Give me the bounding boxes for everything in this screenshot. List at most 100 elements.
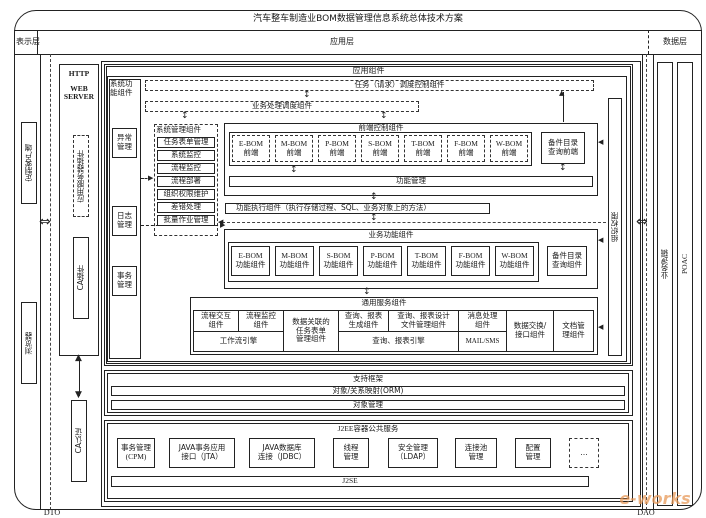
j2ee-item-more: … bbox=[569, 438, 599, 468]
custom-client-label: 定制客户端 bbox=[23, 144, 33, 182]
bom-code: E-BOM bbox=[238, 251, 263, 261]
j2ee-item-line2: 管理 bbox=[525, 452, 541, 461]
sysmgmt-item-5: 差错处理 bbox=[157, 202, 215, 213]
object-mgmt-label: 对象管理 bbox=[353, 399, 383, 409]
layer-application: 应用层 bbox=[330, 37, 354, 46]
browser-box: 浏览器 bbox=[21, 302, 37, 384]
web-server-title: HTTP WEB SERVER bbox=[59, 69, 99, 102]
ca-auth-box: CA认证 bbox=[71, 400, 87, 482]
sysmgmt-item-2: 流程监控 bbox=[157, 163, 215, 174]
diagram-title: 汽车整车制造业BOM数据管理信息系统总体技术方案 bbox=[253, 14, 463, 24]
j2ee-item-config: 配置管理 bbox=[515, 438, 551, 468]
j2ee-item-line1: 安全管理 bbox=[398, 443, 428, 453]
bom-label: 前端 bbox=[372, 147, 388, 157]
cell-label: MAIL/SMS bbox=[465, 337, 500, 346]
j2ee-services-row: 事务管理(CPM) JAVA事务应用接口（JTA） JAVA数据库连接（JDBC… bbox=[117, 437, 607, 469]
cell-line2: 生成组件 bbox=[348, 320, 379, 329]
function-mgmt-bar: 功能管理 bbox=[229, 176, 593, 187]
sysmgmt-item-label: 流程部署 bbox=[171, 176, 201, 186]
j2ee-item-jdbc: JAVA数据库连接（JDBC） bbox=[249, 438, 315, 468]
support-framework-title: 支持框架 bbox=[353, 374, 383, 383]
app-service-plugin-box: 应用服务器插件 bbox=[73, 135, 89, 217]
cell-label: 工作流引擎 bbox=[219, 336, 258, 346]
bom-code: M-BOM bbox=[280, 138, 308, 148]
sysmgmt-item-label: 批量作业管理 bbox=[163, 215, 209, 225]
app-components-title: 应用组件 bbox=[352, 66, 385, 75]
dto-double-arrow-icon: ⇔ bbox=[39, 214, 51, 230]
cell-label: 查询、报表引擎 bbox=[372, 336, 425, 346]
ca-auth-label: CA认证 bbox=[73, 428, 83, 454]
bom-label: 功能组件 bbox=[323, 260, 354, 269]
j2ee-item-line2: 管理 bbox=[343, 452, 359, 461]
j2se-bar: J2SE bbox=[111, 476, 589, 487]
cell-line2: 组件 bbox=[253, 320, 269, 329]
orm-bar: 对象/关系映射(ORM) bbox=[111, 386, 625, 396]
bom-code: F-BOM bbox=[458, 251, 483, 261]
header-divider bbox=[14, 54, 702, 55]
transaction-mgmt-box: 事务管理 bbox=[112, 266, 137, 296]
task-dispatch-label: 任务（请求）调度控制组件 bbox=[354, 80, 445, 90]
dto-label: DTO bbox=[43, 508, 61, 517]
j2ee-item-line2: 管理 bbox=[468, 452, 484, 461]
ca-arrow-down-icon: ▼ bbox=[75, 390, 82, 400]
cell-line1: 查询、报表设计 bbox=[397, 311, 450, 321]
exception-mgmt-box: 异常管理 bbox=[112, 128, 137, 158]
cell-line1: 流程交互 bbox=[201, 311, 231, 321]
bom-label: 前端 bbox=[458, 147, 474, 157]
sysmgmt-item-label: 任务表单管理 bbox=[163, 137, 209, 147]
spare-parts-line1: 备件目录 bbox=[548, 138, 578, 148]
web-server-web: WEB bbox=[70, 83, 88, 93]
business-dispatch-label: 业务处理调度组件 bbox=[252, 101, 312, 111]
bom-code: T-BOM bbox=[411, 138, 435, 148]
bom-code: F-BOM bbox=[454, 138, 478, 148]
j2ee-item-line1: 连接池 bbox=[464, 443, 488, 453]
dispatch-arrow-icon: ↕ bbox=[303, 90, 311, 100]
data-layer-border-left bbox=[642, 54, 643, 510]
data-layer-border-right bbox=[653, 54, 654, 510]
sysmgmt-item-label: 系统监控 bbox=[171, 150, 201, 160]
j2ee-item-ldap: 安全管理（LDAP） bbox=[388, 438, 438, 468]
browser-label: 浏览器 bbox=[23, 331, 33, 355]
bom-label: 前端 bbox=[243, 147, 259, 157]
flow-interaction-cell: 流程交互 组件 bbox=[194, 311, 239, 332]
j2ee-item-line2: 连接（JDBC） bbox=[257, 452, 307, 461]
sysfunc-arrow-icon: ▶ bbox=[148, 174, 154, 182]
cell-line2: 理组件 bbox=[562, 330, 585, 339]
data-task-form-cell: 数据关联的 任务表单 管理组件 bbox=[284, 311, 339, 351]
exception-mgmt-label: 异常管理 bbox=[117, 133, 132, 151]
dao-double-arrow-icon: ⇔ bbox=[636, 214, 648, 230]
cell-line2: 组件 bbox=[208, 320, 224, 329]
web-server-server: SERVER bbox=[63, 92, 95, 102]
app-service-plugin-label: 应用服务器插件 bbox=[75, 149, 85, 203]
business-dispatch-bar: 业务处理调度组件 bbox=[145, 101, 419, 112]
watermark-logo: e-works bbox=[619, 489, 691, 508]
j2ee-item-line2: 接口（JTA） bbox=[181, 452, 223, 461]
cell-line3: 管理组件 bbox=[296, 334, 326, 344]
system-management-list: 任务表单管理 系统监控 流程监控 流程部署 组织权限维护 差错处理 批量作业管理 bbox=[157, 137, 215, 226]
frontend-spare-parts: 备件目录 查询前端 bbox=[541, 132, 585, 164]
frontend-arrow-icon: ↕ bbox=[380, 111, 388, 121]
sysfunc-business-arrow-icon: ▶ bbox=[220, 221, 226, 229]
ca-arrow-line bbox=[79, 358, 80, 396]
sysmgmt-item-0: 任务表单管理 bbox=[157, 137, 215, 148]
function-exec-arrow-icon: ↕ bbox=[370, 192, 378, 202]
dao-label: DAO bbox=[637, 508, 655, 517]
data-exchange-cell: 数据交换/ 接口组件 bbox=[507, 311, 554, 351]
sysmgmt-arrow-icon: ↕ bbox=[181, 111, 189, 121]
bom-code: T-BOM bbox=[414, 251, 439, 261]
business-spare-parts: 备件目录 查询组件 bbox=[547, 246, 587, 276]
separator-arrow-icon: ◀ bbox=[218, 218, 224, 226]
sysmgmt-item-1: 系统监控 bbox=[157, 150, 215, 161]
ca-plugin-label: CA插件 bbox=[75, 265, 85, 291]
function-mgmt-label: 功能管理 bbox=[396, 176, 426, 186]
sysmgmt-item-4: 组织权限维护 bbox=[157, 189, 215, 200]
